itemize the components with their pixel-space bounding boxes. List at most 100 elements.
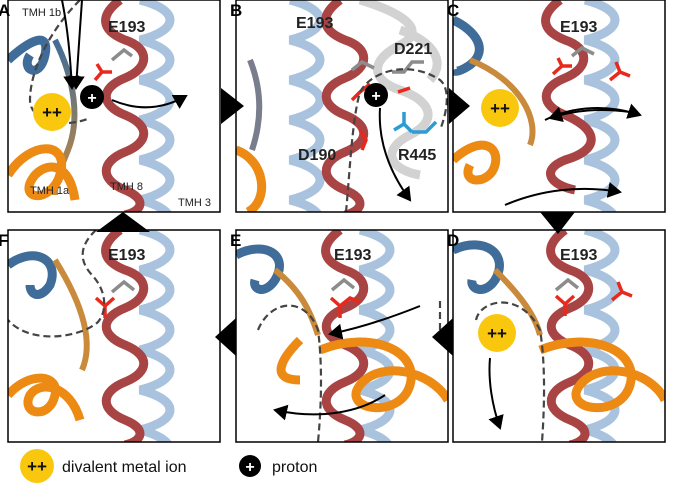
tmh1a-helix [318,337,448,412]
legend: ++ divalent metal ion + proton [20,449,317,483]
legend-proton: + proton [239,455,317,477]
svg-text:++: ++ [490,99,510,118]
metal-ion: ++ [478,314,516,352]
entry-arrow-2 [68,0,85,90]
tmh8-helix [321,0,369,212]
tmh-label: TMH 1b [22,7,61,19]
tmh1b-helix [236,244,284,294]
glu-sidechain [329,295,361,318]
linker [492,267,543,336]
pocket-outline [8,230,106,338]
tmh-label: TMH 8 [110,181,143,193]
tmh1b-helix [8,251,57,299]
panel-d: ++ E193 D [447,229,666,443]
svg-text:++: ++ [42,103,62,122]
metal-ion: ++ [481,89,519,127]
tmh1a-helix [236,145,267,212]
tmh1a-helix [8,373,85,422]
svg-text:+: + [87,90,96,107]
release-arrow [488,357,504,430]
tmh1b-helix [453,240,504,294]
d221-sidechain [392,60,424,74]
transfer-arrow [111,95,188,109]
residue-label: E193 [108,247,145,264]
svg-text:++: ++ [27,457,47,476]
tmh1a-helix [538,337,665,412]
panel-f: E193 F [0,229,221,443]
legend-proton-label: proton [272,459,317,476]
linker [247,58,263,151]
linker [52,258,90,372]
glu-sidechain [551,57,572,76]
tmh3-helix [138,0,175,212]
release-arrow [378,107,412,202]
pocket-outline [474,301,546,442]
proton: + [364,83,388,107]
panel-label: F [0,231,8,250]
e193-sidechain [350,59,375,72]
legend-metal-ion: ++ divalent metal ion [20,449,187,483]
e193-sidechain [110,47,134,62]
residue-label: E193 [108,19,145,36]
panel-label: B [230,1,242,20]
svg-text:+: + [371,88,380,105]
residue-label: D190 [298,147,336,164]
panel-c: ++ E193 C [447,0,666,213]
tmh3-helix [138,230,175,442]
proton: + [80,85,104,109]
panel-e: E193 E [230,229,449,443]
svg-text:+: + [245,459,254,476]
linker [468,57,536,147]
tmh1a-helix [8,144,80,201]
tmh-label: TMH 1a [30,185,70,197]
residue-label: E193 [334,247,371,264]
ghost-helix [398,25,442,84]
panel-label: C [447,1,459,20]
residue-label: E193 [560,19,597,36]
panel-label: A [0,1,10,20]
tmh3-helix [583,0,620,212]
panel-b: + E193 D221 D190 R445 B [230,0,449,213]
release-arrow [273,394,386,421]
tmh8-helix [101,0,149,212]
glu-sidechain [608,61,631,82]
legend-metal-label: divalent metal ion [62,459,187,476]
linker [273,267,321,336]
residue-label: E193 [296,15,333,32]
residue-label: D221 [394,41,432,58]
e193-sidechain [570,45,595,58]
tmh1a-helix [276,336,304,385]
release-arrow [328,305,421,340]
tmh-label: TMH 3 [178,197,211,209]
asp-sidechain [397,86,411,94]
entry-arrow [504,182,622,206]
residue-label: R445 [398,147,436,164]
transition-arrow-f-to-a [96,212,150,232]
glu-sidechain [610,281,633,302]
e193-sidechain [330,277,356,292]
svg-text:++: ++ [487,324,507,343]
tmh8-helix [101,230,149,442]
panel-label: E [230,231,241,250]
e193-sidechain [554,277,580,292]
tmh8-helix [541,0,596,195]
glu-sidechain [94,296,116,318]
tmh1b-helix [453,15,484,76]
glu-sidechain [554,294,576,316]
panel-label: D [447,231,459,250]
d190-sidechain [358,129,368,151]
transition-arrow-b-to-c [449,88,470,124]
transition-arrow-d-to-e [432,318,453,356]
e193-sidechain [110,279,136,294]
pocket-outline [256,304,323,442]
transition-arrow-c-to-d [540,212,575,234]
transition-arrow-a-to-b [221,88,244,124]
residue-label: E193 [560,247,597,264]
glu-sidechain [93,63,112,82]
tmh1b-helix [8,35,51,75]
shuttle-arrow [548,106,631,122]
metal-ion: ++ [33,93,71,131]
tmh1a-helix [453,140,501,185]
pocket-outline [344,68,448,212]
